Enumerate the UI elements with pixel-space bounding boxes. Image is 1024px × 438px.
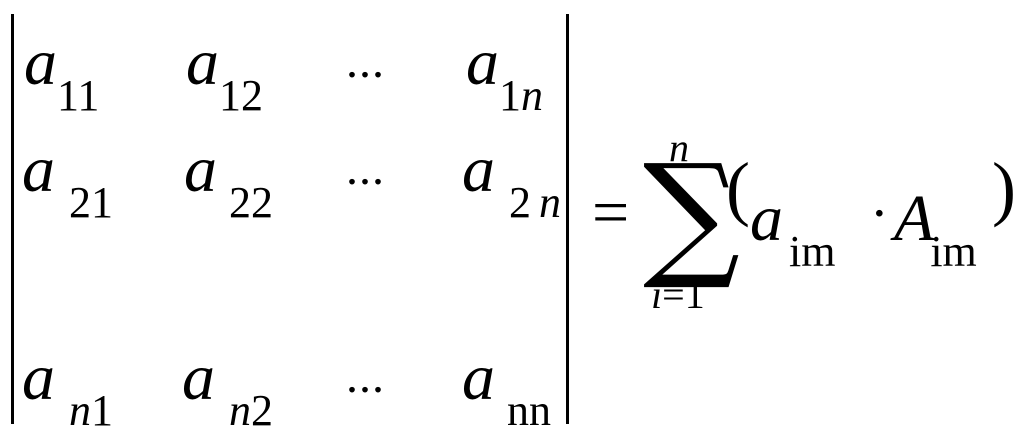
matrix-entry-a12: a12 (186, 30, 263, 118)
entry-subscript-variable: n (229, 386, 251, 435)
open-paren: ( (726, 148, 750, 228)
entry-base: a (22, 341, 55, 414)
entry-subscript-number: 1 (91, 386, 113, 435)
lower-limit-variable: i (651, 272, 663, 317)
entry-subscript: 21 (69, 178, 113, 227)
close-paren: ) (992, 148, 1016, 228)
entry-subscript: 12 (219, 71, 263, 120)
term-base: a (750, 182, 783, 255)
entry-subscript-number: 2 (509, 178, 531, 227)
entry-base: a (24, 26, 57, 99)
matrix-entry-a11: a11 (24, 30, 99, 118)
determinant-right-bar (566, 14, 569, 424)
entry-subscript-number: 2 (251, 386, 273, 435)
entry-subscript: 11 (57, 71, 100, 120)
determinant-left-bar (11, 14, 14, 424)
term-base: A (894, 182, 935, 255)
entry-subscript-variable: nn (507, 386, 551, 435)
entry-subscript: 22 (229, 178, 273, 227)
summation-upper-limit: n (669, 125, 689, 170)
lower-limit-equals: = (662, 272, 685, 317)
entry-subscript-variable: n (69, 386, 91, 435)
term-A-im: Aim (894, 186, 977, 274)
entry-subscript-variable: n (521, 71, 543, 120)
entry-subscript-variable: n (539, 178, 561, 227)
entry-base: a (462, 341, 495, 414)
entry-base: a (462, 133, 495, 206)
lower-limit-value: 1 (684, 272, 705, 317)
entry-base: a (186, 26, 219, 99)
entry-subscript-number: 1 (499, 71, 521, 120)
multiplication-dot: · (870, 183, 889, 245)
entry-base: a (184, 133, 217, 206)
matrix-ellipsis: ... (346, 142, 385, 195)
term-subscript: im (930, 227, 977, 276)
summation-lower-limit: i=1 (651, 275, 705, 315)
summation-sigma: ∑ (643, 136, 741, 294)
matrix-ellipsis: ... (346, 35, 385, 88)
entry-base: a (182, 341, 215, 414)
matrix-entry-a1n: a1n (466, 30, 543, 118)
entry-base: a (466, 26, 499, 99)
term-subscript: im (789, 227, 836, 276)
equals-sign: = (592, 176, 630, 249)
entry-base: a (22, 133, 55, 206)
matrix-ellipsis: ... (346, 350, 385, 403)
